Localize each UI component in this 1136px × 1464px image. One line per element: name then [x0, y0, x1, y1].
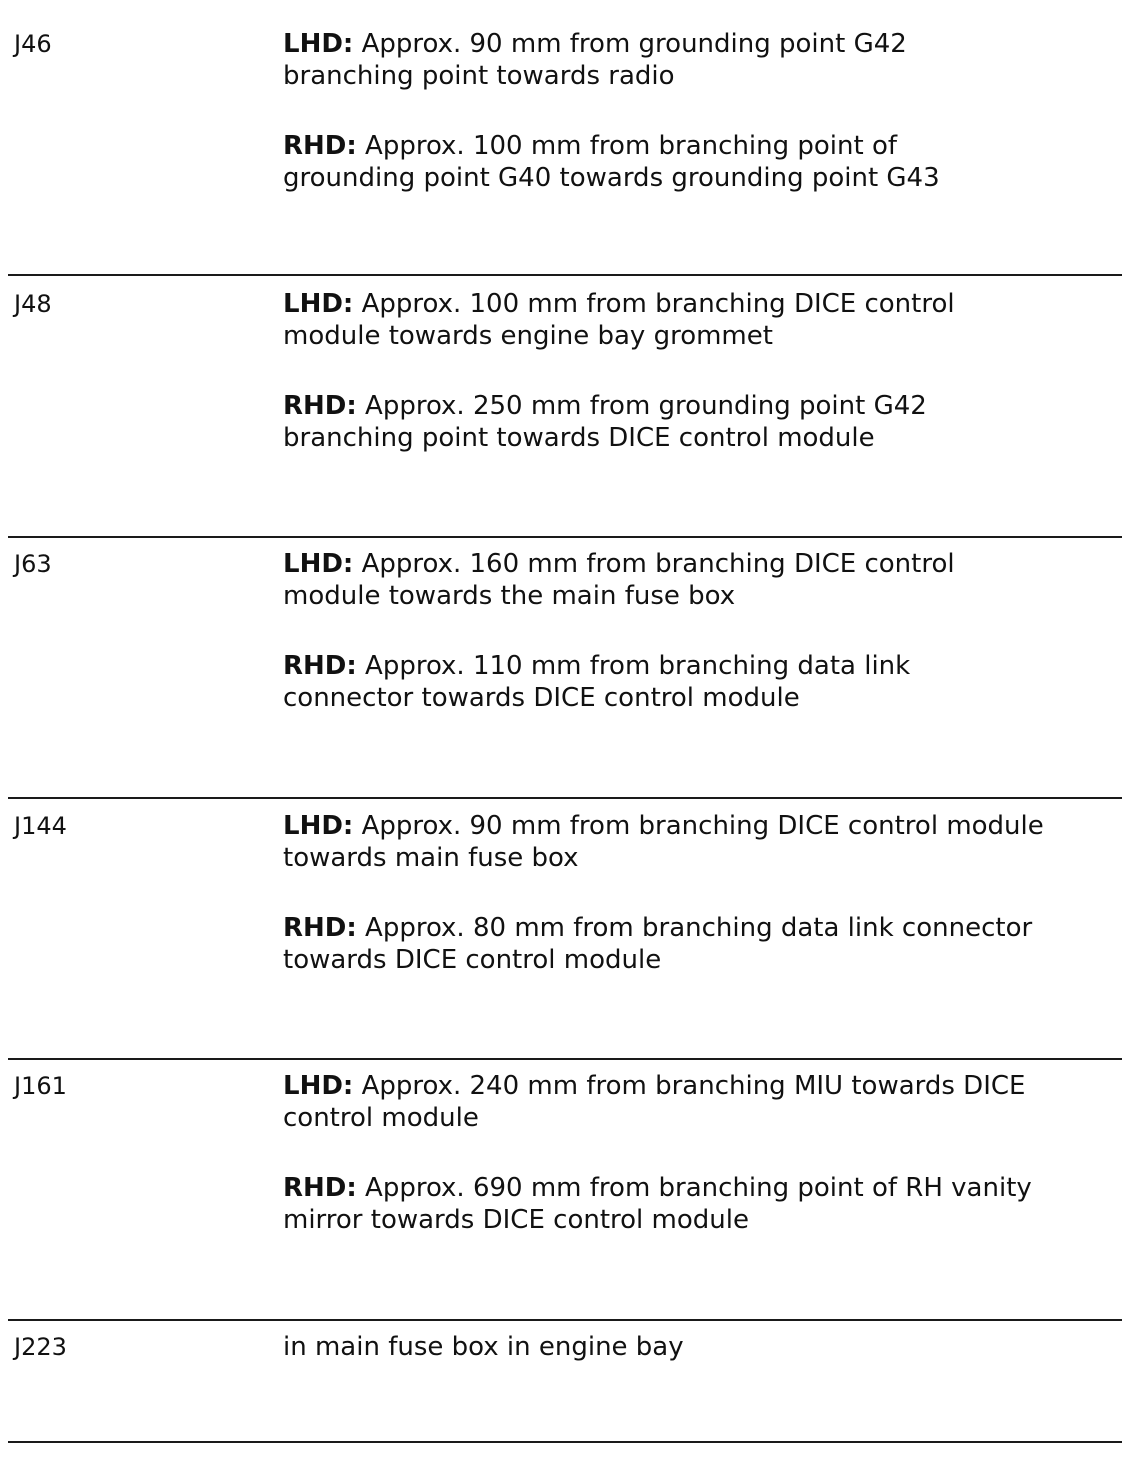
- rhd-text: Approx. 110 mm from branching data link …: [283, 651, 911, 713]
- junction-description: LHD: Approx. 90 mm from grounding point …: [283, 28, 983, 194]
- rhd-text: Approx. 100 mm from branching point of g…: [283, 131, 940, 193]
- lhd-location: LHD: Approx. 160 mm from branching DICE …: [283, 548, 1043, 612]
- row-divider: [8, 1058, 1122, 1060]
- junction-description: LHD: Approx. 100 mm from branching DICE …: [283, 288, 1043, 454]
- row-divider: [8, 797, 1122, 799]
- lhd-label: LHD:: [283, 289, 354, 319]
- rhd-label: RHD:: [283, 131, 357, 161]
- rhd-label: RHD:: [283, 391, 357, 421]
- row-divider: [8, 1319, 1122, 1321]
- lhd-location: LHD: Approx. 90 mm from branching DICE c…: [283, 810, 1113, 874]
- lhd-text: Approx. 240 mm from branching MIU toward…: [283, 1071, 1026, 1133]
- lhd-text: Approx. 160 mm from branching DICE contr…: [283, 549, 955, 611]
- location-text: in main fuse box in engine bay: [283, 1332, 684, 1362]
- junction-code: J144: [14, 812, 67, 840]
- rhd-location: RHD: Approx. 690 mm from branching point…: [283, 1172, 1113, 1236]
- lhd-text: Approx. 100 mm from branching DICE contr…: [283, 289, 955, 351]
- rhd-label: RHD:: [283, 913, 357, 943]
- rhd-location: RHD: Approx. 80 mm from branching data l…: [283, 912, 1113, 976]
- junction-code: J48: [14, 290, 52, 318]
- junction-code: J161: [14, 1072, 67, 1100]
- junction-code: J223: [14, 1333, 67, 1361]
- rhd-text: Approx. 250 mm from grounding point G42 …: [283, 391, 927, 453]
- junction-description: in main fuse box in engine bay: [283, 1331, 1113, 1363]
- rhd-label: RHD:: [283, 651, 357, 681]
- lhd-location: LHD: Approx. 90 mm from grounding point …: [283, 28, 983, 92]
- junction-description: LHD: Approx. 90 mm from branching DICE c…: [283, 810, 1113, 976]
- rhd-label: RHD:: [283, 1173, 357, 1203]
- row-divider: [8, 274, 1122, 276]
- lhd-location: LHD: Approx. 240 mm from branching MIU t…: [283, 1070, 1113, 1134]
- lhd-text: Approx. 90 mm from branching DICE contro…: [283, 811, 1044, 873]
- junction-code: J46: [14, 30, 52, 58]
- rhd-location: RHD: Approx. 250 mm from grounding point…: [283, 390, 1043, 454]
- junction-description: LHD: Approx. 240 mm from branching MIU t…: [283, 1070, 1113, 1236]
- lhd-text: Approx. 90 mm from grounding point G42 b…: [283, 29, 907, 91]
- lhd-location: LHD: Approx. 100 mm from branching DICE …: [283, 288, 1043, 352]
- lhd-label: LHD:: [283, 811, 354, 841]
- rhd-text: Approx. 690 mm from branching point of R…: [283, 1173, 1032, 1235]
- row-divider: [8, 1441, 1122, 1443]
- rhd-location: RHD: Approx. 110 mm from branching data …: [283, 650, 1043, 714]
- lhd-label: LHD:: [283, 1071, 354, 1101]
- rhd-location: RHD: Approx. 100 mm from branching point…: [283, 130, 983, 194]
- lhd-label: LHD:: [283, 29, 354, 59]
- junction-code: J63: [14, 550, 52, 578]
- row-divider: [8, 536, 1122, 538]
- lhd-label: LHD:: [283, 549, 354, 579]
- rhd-text: Approx. 80 mm from branching data link c…: [283, 913, 1033, 975]
- junction-description: LHD: Approx. 160 mm from branching DICE …: [283, 548, 1043, 714]
